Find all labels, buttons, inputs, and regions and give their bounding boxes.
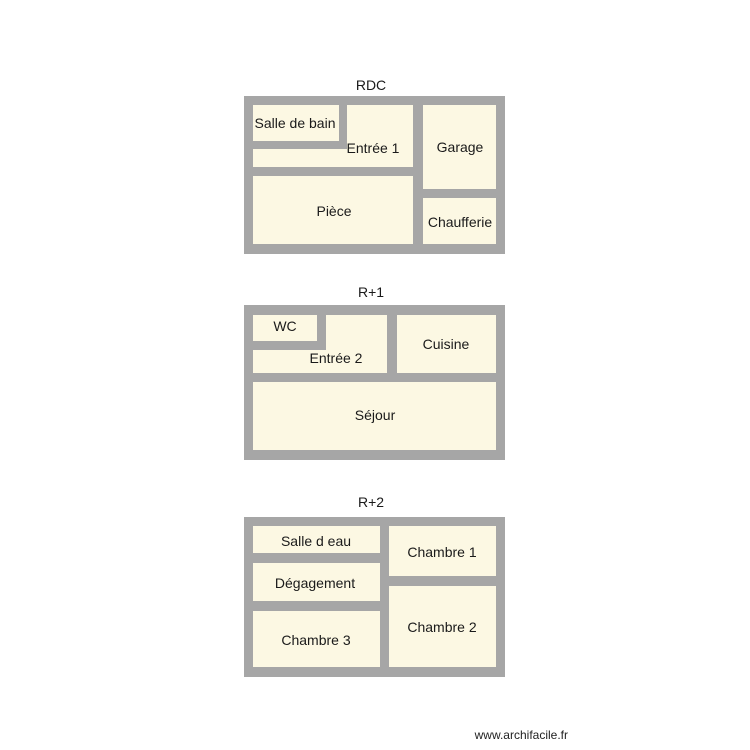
room-wc[interactable] [253, 315, 317, 341]
floor-plan-r1 [244, 305, 505, 460]
level-title-r1: R+1 [357, 284, 385, 300]
room-label-entree-1: Entrée 1 [346, 140, 400, 156]
room-salle-de-bain[interactable] [253, 105, 339, 141]
room-label-chaufferie: Chaufferie [427, 214, 493, 230]
room-sejour[interactable] [253, 382, 496, 450]
room-label-sejour: Séjour [354, 407, 396, 423]
room-garage[interactable] [423, 105, 496, 189]
room-chambre-3[interactable] [253, 611, 380, 667]
room-label-chambre-1: Chambre 1 [407, 544, 477, 560]
room-label-wc: WC [273, 318, 297, 334]
room-label-salle-de-bain: Salle de bain [254, 115, 336, 131]
room-label-chambre-2: Chambre 2 [407, 619, 477, 635]
level-title-rdc: RDC [355, 77, 387, 93]
room-cuisine[interactable] [397, 315, 496, 373]
room-chaufferie[interactable] [423, 198, 496, 244]
room-label-degagement: Dégagement [274, 575, 356, 591]
room-chambre-1[interactable] [389, 526, 496, 576]
room-piece[interactable] [253, 176, 413, 244]
room-label-garage: Garage [436, 139, 484, 155]
room-label-salle-d-eau: Salle d eau [280, 533, 352, 549]
room-label-chambre-3: Chambre 3 [281, 632, 351, 648]
room-label-cuisine: Cuisine [422, 336, 470, 352]
room-label-entree-2: Entrée 2 [309, 350, 363, 366]
level-title-r2: R+2 [357, 494, 385, 510]
room-chambre-2[interactable] [389, 586, 496, 667]
floor-plan-r2 [244, 517, 505, 677]
room-label-piece: Pièce [316, 203, 352, 219]
floor-plan-rdc [244, 96, 505, 254]
room-salle-d-eau[interactable] [253, 526, 380, 553]
room-degagement[interactable] [253, 563, 380, 601]
watermark-link[interactable]: www.archifacile.fr [474, 728, 568, 742]
